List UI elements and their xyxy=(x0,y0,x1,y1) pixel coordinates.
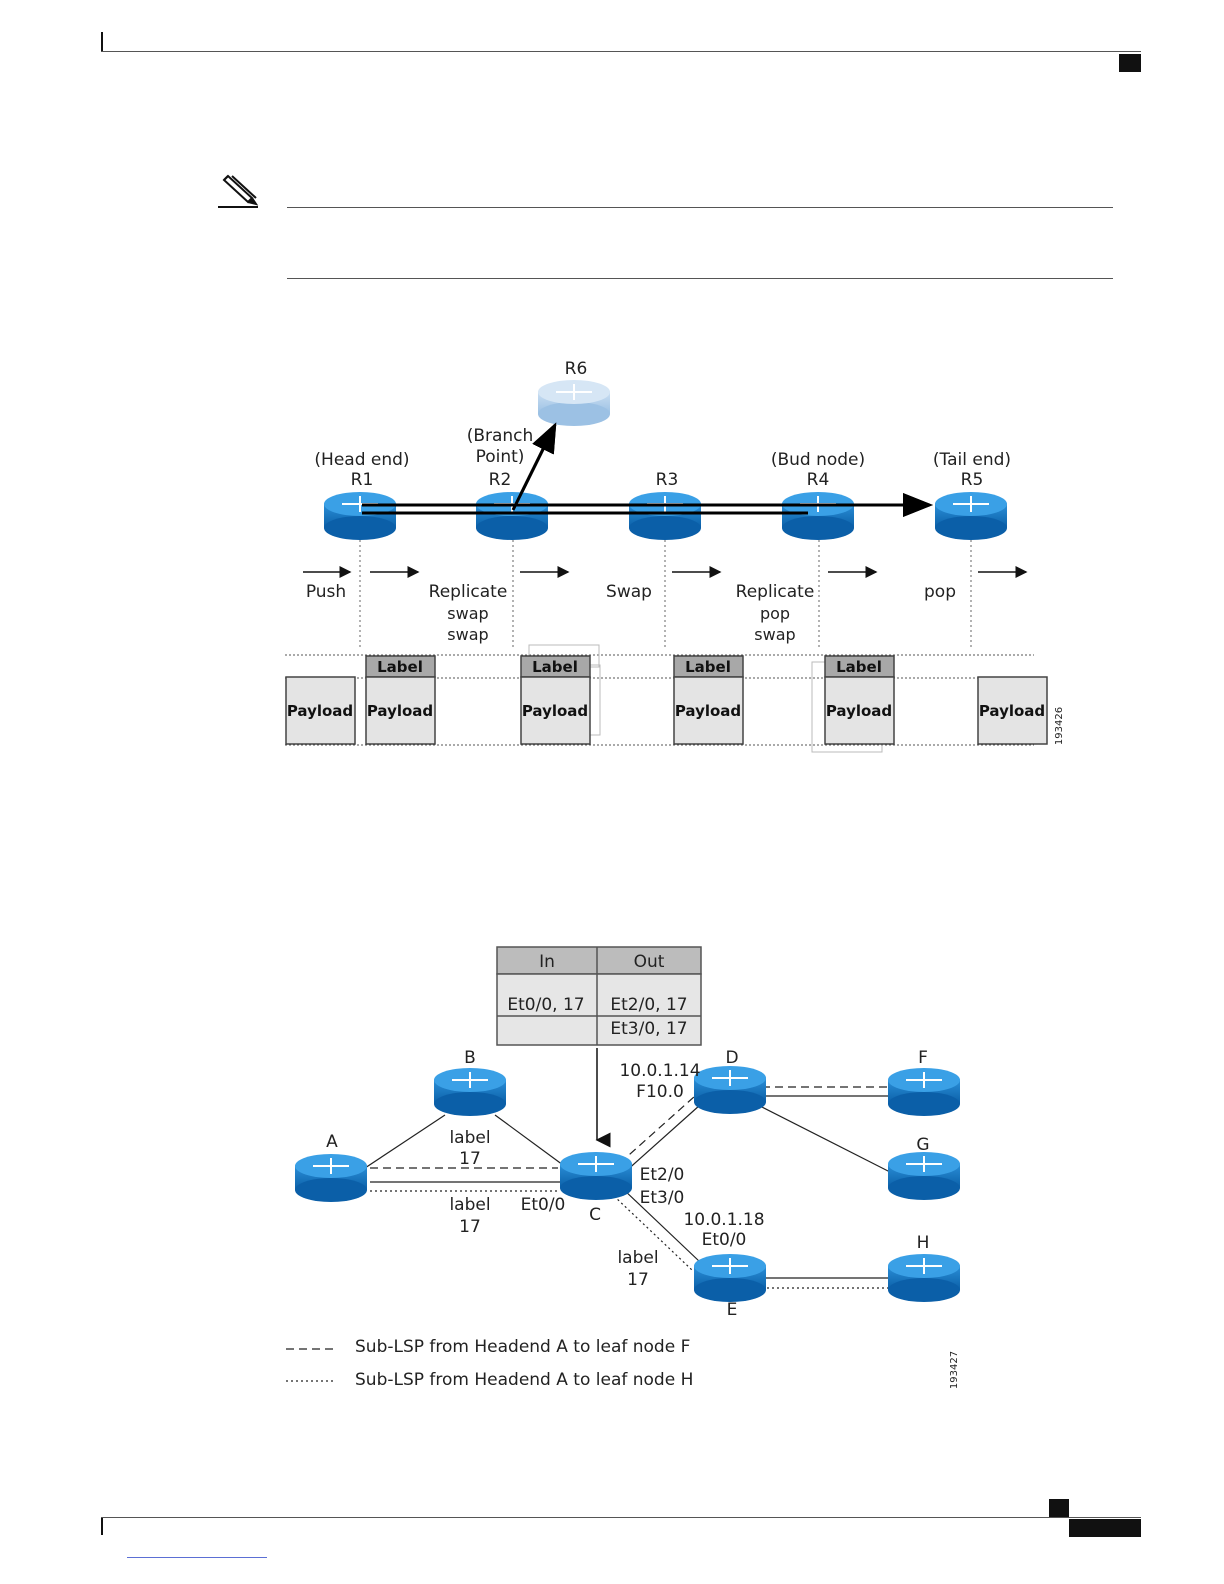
router-r2-icon xyxy=(476,492,548,540)
label-table: In Out Et0/0, 17 Et2/0, 17 Et3/0, 17 xyxy=(496,946,702,1046)
table-cell-r2c2: Et3/0, 17 xyxy=(610,1019,687,1039)
note-pencil-icon xyxy=(218,174,259,208)
packet-4: Label Payload xyxy=(673,655,744,745)
legend-dotted-text: Sub-LSP from Headend A to leaf node H xyxy=(355,1370,693,1390)
bud-node-label: (Bud node) xyxy=(771,450,865,470)
footer-page-number-block xyxy=(1069,1519,1141,1537)
packet-2: Label Payload xyxy=(365,655,436,745)
c-if-et3: Et3/0 xyxy=(640,1188,685,1208)
payload-5: Payload xyxy=(826,702,892,720)
node-d-icon xyxy=(694,1066,766,1114)
figure-p2mp-label-operations: R6 (Head end) R1 (Branch Point) R2 R3 (B… xyxy=(285,359,1065,753)
table-cell-r1c1: Et0/0, 17 xyxy=(507,995,584,1015)
node-f-icon xyxy=(888,1068,960,1116)
op-pop-r5: pop xyxy=(924,582,956,602)
op-push: Push xyxy=(306,582,346,602)
op-swap-r3: Swap xyxy=(606,582,652,602)
r6-label: R6 xyxy=(565,359,588,379)
payload-4: Payload xyxy=(675,702,741,720)
packet-3: Label Payload xyxy=(520,655,591,745)
node-b-icon xyxy=(434,1068,506,1116)
footer-tab-marker xyxy=(1049,1499,1069,1517)
node-c-icon xyxy=(560,1152,632,1200)
header-corner-mark xyxy=(101,32,103,52)
note-bottom-rule xyxy=(287,278,1113,279)
label-3: Label xyxy=(532,658,578,676)
table-cell-r1c2: Et2/0, 17 xyxy=(610,995,687,1015)
router-r5-icon xyxy=(935,492,1007,540)
op-swap-r4: swap xyxy=(754,625,795,644)
figure-p2mp-topology: In Out Et0/0, 17 Et2/0, 17 Et3/0, 17 xyxy=(286,946,960,1390)
r3-label: R3 xyxy=(656,470,679,490)
head-end-label: (Head end) xyxy=(314,450,409,470)
label-2: Label xyxy=(377,658,423,676)
node-e-label: E xyxy=(727,1300,738,1320)
op-replicate-r4: Replicate xyxy=(736,582,815,602)
payload-3: Payload xyxy=(522,702,588,720)
node-d-label: D xyxy=(725,1048,738,1068)
packet-1: Payload xyxy=(285,676,356,745)
node-a-icon xyxy=(295,1154,367,1202)
header-tab-marker xyxy=(1119,54,1141,72)
op-pop-r4: pop xyxy=(760,604,790,623)
label-ac-value: 17 xyxy=(459,1217,481,1237)
footer-link-underline[interactable] xyxy=(127,1557,267,1558)
e-if: Et0/0 xyxy=(702,1230,747,1250)
node-e-icon xyxy=(694,1254,766,1302)
label-ce-word: label xyxy=(617,1248,658,1268)
label-ab-value: 17 xyxy=(459,1149,481,1169)
r4-label: R4 xyxy=(807,470,830,490)
node-a-label: A xyxy=(326,1132,338,1152)
table-header-in: In xyxy=(539,952,555,972)
r5-label: R5 xyxy=(961,470,984,490)
node-h-icon xyxy=(888,1254,960,1302)
router-r4-icon xyxy=(782,492,854,540)
payload-1: Payload xyxy=(287,702,353,720)
branch-point-label-1: (Branch xyxy=(467,426,534,446)
packet-5: Label Payload xyxy=(824,655,895,745)
op-swap-r2-a: swap xyxy=(447,604,488,623)
payload-6: Payload xyxy=(979,702,1045,720)
router-r6-icon xyxy=(538,380,610,426)
table-header-out: Out xyxy=(634,952,665,972)
node-c-label: C xyxy=(589,1205,601,1225)
node-b-label: B xyxy=(464,1048,476,1068)
r2-label: R2 xyxy=(489,470,512,490)
branch-point-label-2: Point) xyxy=(476,447,525,467)
header-rule xyxy=(101,51,1141,52)
d-if: F10.0 xyxy=(636,1082,684,1102)
packet-6: Payload xyxy=(977,676,1048,745)
router-r3-icon xyxy=(629,492,701,540)
footer-corner-mark xyxy=(101,1517,103,1535)
node-f-label: F xyxy=(918,1048,928,1068)
label-ac-word: label xyxy=(449,1195,490,1215)
node-g-label: G xyxy=(916,1135,929,1155)
op-replicate-r2: Replicate xyxy=(429,582,508,602)
payload-2: Payload xyxy=(367,702,433,720)
note-top-rule xyxy=(287,207,1113,208)
tail-end-label: (Tail end) xyxy=(933,450,1011,470)
op-swap-r2-b: swap xyxy=(447,625,488,644)
label-ce-value: 17 xyxy=(627,1270,649,1290)
legend-dashed-text: Sub-LSP from Headend A to leaf node F xyxy=(355,1337,690,1357)
label-ab-word: label xyxy=(449,1128,490,1148)
footer-rule xyxy=(101,1517,1141,1518)
figure2-id: 193427 xyxy=(949,1351,960,1389)
c-if-et0: Et0/0 xyxy=(521,1195,566,1215)
e-ip: 10.0.1.18 xyxy=(683,1210,764,1230)
figure1-id: 193426 xyxy=(1054,707,1065,745)
label-4: Label xyxy=(685,658,731,676)
node-h-label: H xyxy=(917,1233,930,1253)
r1-label: R1 xyxy=(351,470,374,490)
c-if-et2: Et2/0 xyxy=(640,1165,685,1185)
router-r1-icon xyxy=(324,492,396,540)
label-5: Label xyxy=(836,658,882,676)
d-ip: 10.0.1.14 xyxy=(619,1061,700,1081)
node-g-icon xyxy=(888,1152,960,1200)
